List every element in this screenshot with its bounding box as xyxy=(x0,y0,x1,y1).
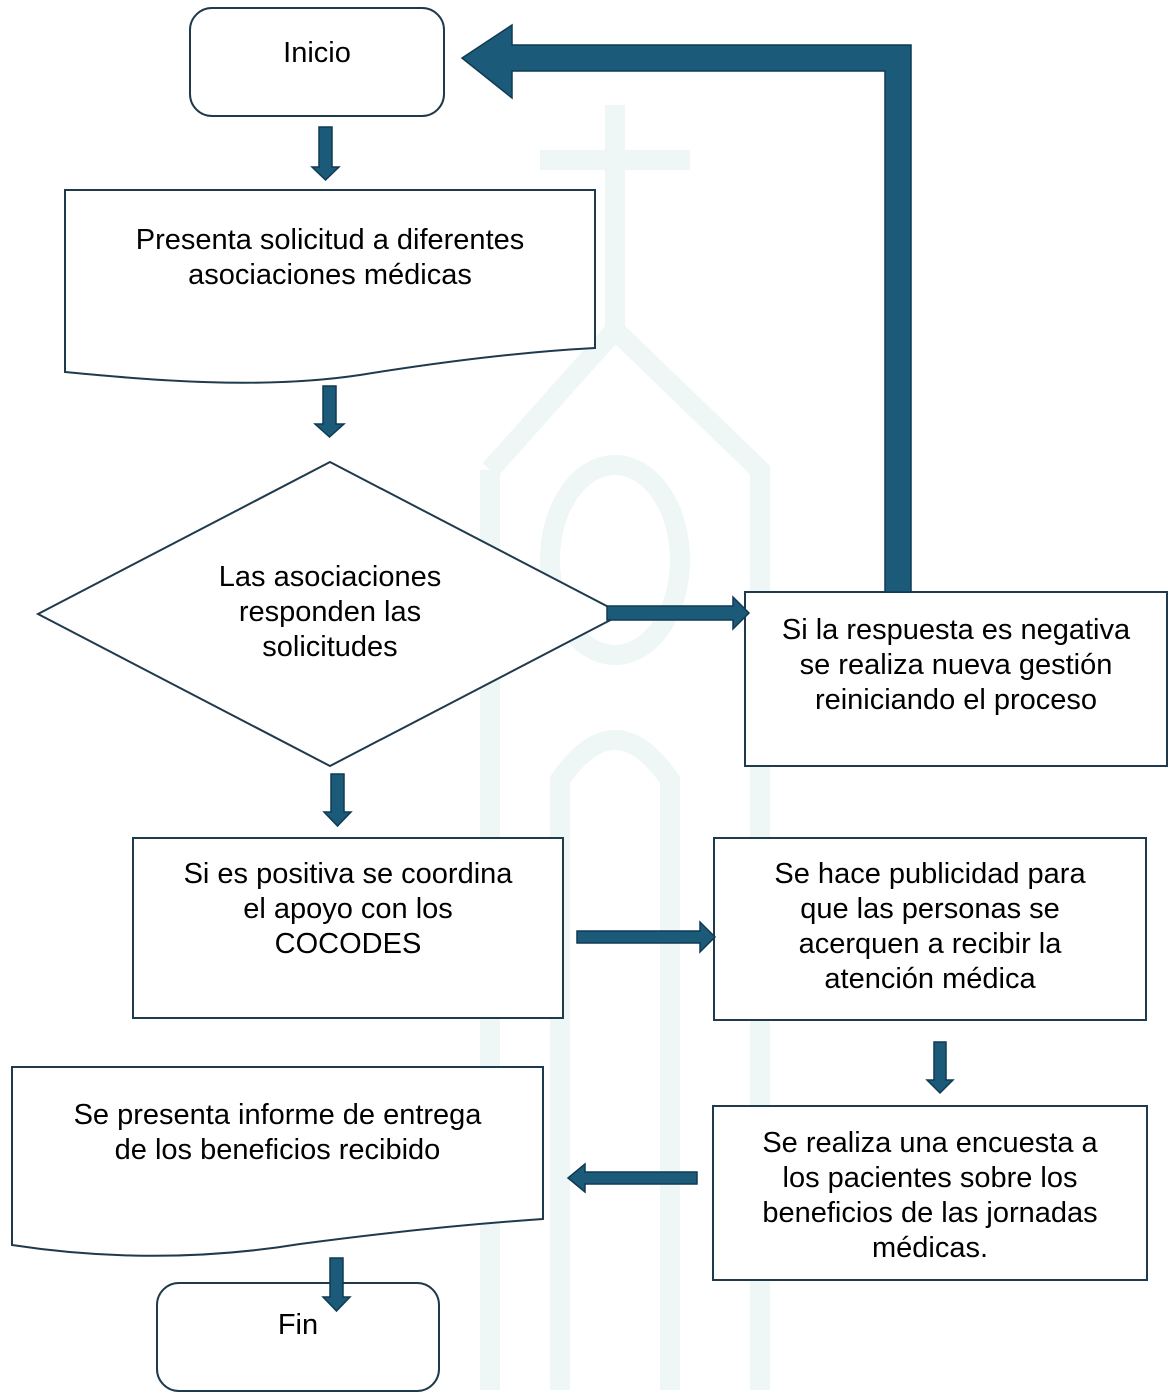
positive-process-shape xyxy=(132,837,564,1019)
request-text: Presenta solicitud a diferentes asociaci… xyxy=(135,224,525,291)
publicity-process-shape xyxy=(713,837,1147,1021)
arrow-request-to-decision xyxy=(313,385,346,439)
start-terminator-shape xyxy=(189,7,445,117)
connector-arrows xyxy=(310,23,955,1313)
arrow-loop-back-to-start xyxy=(460,23,912,593)
publicity-label: Se hace publicidad para que las personas… xyxy=(714,840,1146,1014)
end-label: Fin xyxy=(157,1283,439,1367)
positive-text: Si es positiva se coordina el apoyo con … xyxy=(183,857,513,960)
report-label: Se presenta informe de entrega de los be… xyxy=(12,1093,543,1173)
start-label: Inicio xyxy=(190,8,444,98)
start-text: Inicio xyxy=(283,36,351,69)
arrow-positive-to-publicity xyxy=(576,920,717,954)
report-text: Se presenta informe de entrega de los be… xyxy=(73,1099,482,1166)
decision-label: Las asociaciones responden las solicitud… xyxy=(130,552,530,672)
negative-text: Si la respuesta es negativa se realiza n… xyxy=(781,613,1131,716)
arrow-report-to-end xyxy=(321,1257,352,1313)
arrow-decision-to-positive xyxy=(322,773,353,828)
report-document-shape xyxy=(11,1066,544,1257)
arrow-start-to-request xyxy=(310,126,341,182)
survey-text: Se realiza una encuesta a los pacientes … xyxy=(762,1127,1098,1264)
decision-text: Las asociaciones responden las solicitud… xyxy=(218,560,442,663)
arrow-survey-to-report xyxy=(566,1162,698,1194)
end-terminator-shape xyxy=(156,1282,440,1392)
decision-diamond-shape xyxy=(35,460,625,768)
survey-process-shape xyxy=(712,1105,1148,1281)
negative-label: Si la respuesta es negativa se realiza n… xyxy=(745,598,1167,732)
negative-process-shape xyxy=(744,591,1168,767)
arrow-publicity-to-survey xyxy=(925,1041,955,1095)
arrow-decision-to-negative xyxy=(606,595,751,631)
request-label: Presenta solicitud a diferentes asociaci… xyxy=(65,218,595,298)
positive-label: Si es positiva se coordina el apoyo con … xyxy=(133,842,563,976)
publicity-text: Se hace publicidad para que las personas… xyxy=(774,858,1086,995)
end-text: Fin xyxy=(277,1308,319,1341)
survey-label: Se realiza una encuesta a los pacientes … xyxy=(713,1112,1147,1280)
request-document-shape xyxy=(64,189,596,384)
